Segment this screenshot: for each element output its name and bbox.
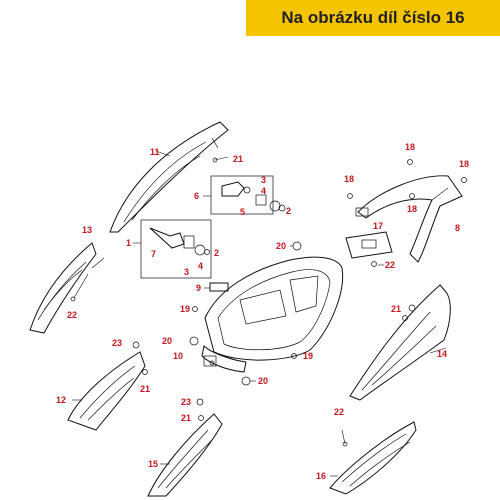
label-3: 3 [261, 175, 266, 185]
label-20: 20 [162, 336, 172, 346]
label-10: 10 [173, 351, 183, 361]
screw-19a [192, 306, 198, 312]
label-23: 23 [112, 338, 122, 348]
clip-20a [292, 241, 302, 251]
label-22: 22 [67, 310, 77, 320]
label-12: 12 [56, 395, 66, 405]
label-9: 9 [196, 283, 201, 293]
fasteners [70, 241, 408, 421]
screw-19b [291, 353, 297, 359]
part-8-grab-rail [347, 159, 467, 263]
label-20: 20 [276, 241, 286, 251]
part-6-switch-assembly [203, 175, 286, 215]
part-13-left-panel [29, 242, 105, 334]
clip-20c [241, 376, 251, 386]
part-11-upper-cover [109, 121, 229, 233]
part-17-plate [345, 231, 393, 259]
label-4: 4 [198, 261, 203, 271]
label-14: 14 [437, 349, 447, 359]
highlight-banner: Na obrázku díl číslo 16 [246, 0, 500, 36]
label-18: 18 [407, 204, 417, 214]
label-21: 21 [140, 384, 150, 394]
seat-bucket [201, 256, 344, 373]
label-7: 7 [151, 249, 156, 259]
label-21: 21 [181, 413, 191, 423]
label-15: 15 [148, 459, 158, 469]
label-19: 19 [303, 351, 313, 361]
screw-22b [371, 261, 377, 267]
label-21: 21 [233, 154, 243, 164]
screw-21d [402, 315, 408, 321]
clip-23b [196, 398, 204, 406]
label-11: 11 [150, 147, 160, 157]
clip-23a [132, 341, 140, 349]
label-2: 2 [214, 248, 219, 258]
label-18: 18 [459, 159, 469, 169]
label-21: 21 [391, 304, 401, 314]
part-16-rear-panel [329, 421, 417, 495]
label-22: 22 [334, 407, 344, 417]
label-17: 17 [373, 221, 383, 231]
label-13: 13 [82, 225, 92, 235]
part-12-lower-left-panel [67, 351, 146, 431]
screw-22a [70, 296, 76, 302]
label-5: 5 [240, 207, 245, 217]
part-1-lock-assembly [133, 219, 212, 279]
label-1: 1 [126, 238, 131, 248]
part-labels: 11 21 6 3 4 5 2 18 18 18 18 17 8 13 22 1… [56, 142, 469, 481]
label-3: 3 [184, 267, 189, 277]
banner-text: Na obrázku díl číslo 16 [281, 8, 465, 27]
part-14-right-panel [349, 284, 451, 401]
clip-20b [189, 336, 199, 346]
label-4: 4 [261, 186, 266, 196]
label-23: 23 [181, 397, 191, 407]
label-2: 2 [286, 206, 291, 216]
label-18: 18 [405, 142, 415, 152]
label-19: 19 [180, 304, 190, 314]
label-22: 22 [385, 260, 395, 270]
part-15-lower-centre-panel [147, 413, 223, 497]
part-9-bracket [204, 282, 229, 292]
label-16: 16 [316, 471, 326, 481]
label-20: 20 [258, 376, 268, 386]
label-18: 18 [344, 174, 354, 184]
screw-21b [142, 369, 148, 375]
label-6: 6 [194, 191, 199, 201]
label-8: 8 [455, 223, 460, 233]
screw-21c [198, 415, 204, 421]
